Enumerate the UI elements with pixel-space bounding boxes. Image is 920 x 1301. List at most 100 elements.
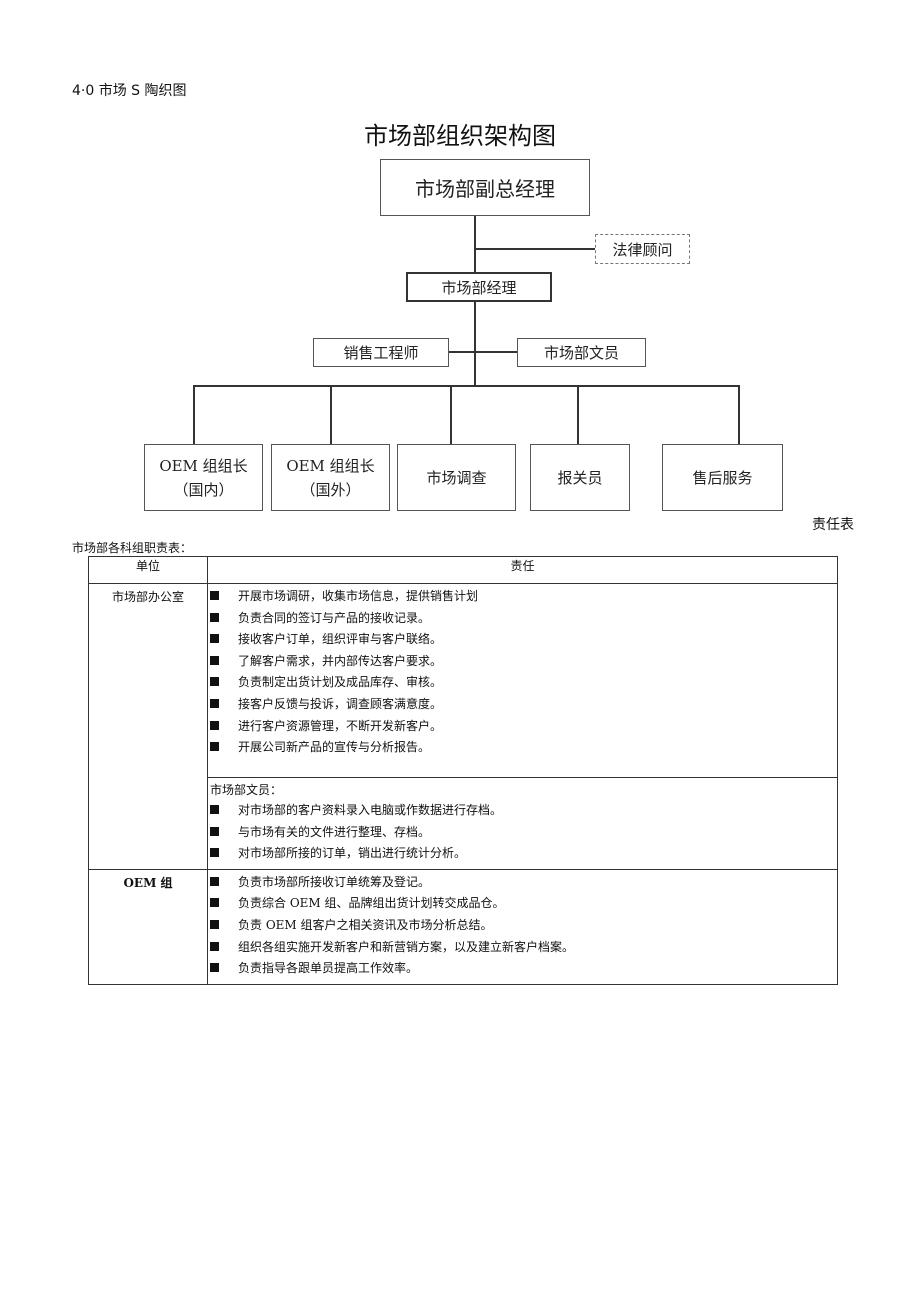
oem-items-list: 负责市场部所接收订单统筹及登记。负责综合 OEM 组、品牌组出货计划转交成品仓。…: [208, 870, 837, 984]
list-item-text: 了解客户需求，并内部传达客户要求。: [238, 653, 443, 668]
list-item-text: 组织各组实施开发新客户和新营销方案，以及建立新客户档案。: [238, 939, 575, 954]
connector-staff: [448, 351, 518, 353]
connector-legal: [475, 248, 595, 250]
office-items-list: 开展市场调研，收集市场信息，提供销售计划负责合同的签订与产品的接收记录。接收客户…: [208, 584, 837, 763]
connector-drop-3: [450, 385, 452, 445]
list-item-text: 开展公司新产品的宣传与分析报告。: [238, 740, 431, 755]
bullet-square-icon: [210, 919, 219, 929]
table-header-row: 单位 责任: [88, 556, 838, 584]
connector-drop-4: [577, 385, 579, 445]
bullet-square-icon: [210, 698, 219, 708]
org-box-manager-label: 市场部经理: [441, 278, 517, 297]
org-box-customs-label: 报关员: [557, 469, 603, 487]
list-item: 负责制定出货计划及成品库存、审核。: [210, 672, 837, 694]
org-box-survey: 市场调查: [397, 444, 516, 511]
bullet-square-icon: [210, 655, 219, 665]
list-item: 接收客户订单，组织评审与客户联络。: [210, 629, 837, 651]
connector-manager-down: [474, 301, 476, 386]
connector-vp-manager: [474, 215, 476, 273]
bullet-square-icon: [210, 963, 219, 973]
list-item-text: 负责指导各跟单员提高工作效率。: [238, 961, 419, 976]
org-box-legal: 法律顾问: [595, 234, 690, 264]
org-box-clerk-label: 市场部文员: [543, 344, 619, 362]
list-item: 与市场有关的文件进行整理、存档。: [210, 822, 837, 844]
header-unit: 单位: [88, 556, 208, 584]
org-box-oem-foreign: OEM 组组长 （国外）: [271, 444, 390, 511]
oem-items-cell: 负责市场部所接收订单统筹及登记。负责综合 OEM 组、品牌组出货计划转交成品仓。…: [207, 868, 838, 985]
list-item: 对市场部的客户资料录入电脑或作数据进行存档。: [210, 800, 837, 822]
clerk-label: 市场部文员：: [210, 783, 283, 797]
org-box-manager: 市场部经理: [406, 272, 552, 302]
clerk-items-cell: 市场部文员： 对市场部的客户资料录入电脑或作数据进行存档。与市场有关的文件进行整…: [207, 777, 838, 870]
org-box-oem-foreign-line2: （国外）: [300, 480, 361, 499]
bullet-square-icon: [210, 826, 219, 836]
list-item: 负责市场部所接收订单统筹及登记。: [210, 872, 837, 894]
bullet-square-icon: [210, 848, 219, 858]
list-item-text: 负责 OEM 组客户之相关资讯及市场分析总结。: [238, 917, 493, 932]
list-item-text: 接客户反馈与投诉，调查顾客满意度。: [238, 696, 443, 711]
section-heading: 4·0 市场 S 陶织图: [72, 83, 187, 99]
bullet-square-icon: [210, 742, 219, 752]
table-row: 市场部文员： 对市场部的客户资料录入电脑或作数据进行存档。与市场有关的文件进行整…: [89, 777, 838, 870]
list-item: 负责合同的签订与产品的接收记录。: [210, 608, 837, 630]
bullet-square-icon: [210, 941, 219, 951]
list-item-text: 负责合同的签订与产品的接收记录。: [238, 610, 431, 625]
list-item: 进行客户资源管理，不断开发新客户。: [210, 716, 837, 738]
unit-oem: OEM 组: [88, 868, 208, 985]
list-item: 了解客户需求，并内部传达客户要求。: [210, 651, 837, 673]
list-item: 负责综合 OEM 组、品牌组出货计划转交成品仓。: [210, 893, 837, 915]
org-box-customs: 报关员: [530, 444, 630, 511]
list-item: 负责指导各跟单员提高工作效率。: [210, 958, 837, 980]
bullet-square-icon: [210, 876, 219, 886]
unit-office: 市场部办公室: [88, 583, 208, 870]
bullet-square-icon: [210, 612, 219, 622]
list-item-text: 负责市场部所接收订单统筹及登记。: [238, 874, 431, 889]
org-box-vp-label: 市场部副总经理: [415, 177, 555, 201]
table-row: OEM 组 负责市场部所接收订单统筹及登记。负责综合 OEM 组、品牌组出货计划…: [88, 868, 838, 985]
list-item: 对市场部所接的订单，销出进行统计分析。: [210, 843, 837, 865]
list-item: 负责 OEM 组客户之相关资讯及市场分析总结。: [210, 915, 837, 937]
list-item: 组织各组实施开发新客户和新营销方案，以及建立新客户档案。: [210, 937, 837, 959]
org-box-clerk: 市场部文员: [517, 338, 646, 367]
clerk-items-list: 对市场部的客户资料录入电脑或作数据进行存档。与市场有关的文件进行整理、存档。对市…: [208, 800, 837, 869]
org-box-oem-domestic-line1: OEM 组组长: [159, 456, 248, 475]
list-item-text: 负责制定出货计划及成品库存、审核。: [238, 675, 443, 690]
org-box-survey-label: 市场调查: [426, 469, 487, 487]
bullet-square-icon: [210, 898, 219, 908]
bullet-square-icon: [210, 677, 219, 687]
org-chart-title: 市场部组织架构图: [364, 122, 556, 150]
bullet-square-icon: [210, 634, 219, 644]
list-item: 接客户反馈与投诉，调查顾客满意度。: [210, 694, 837, 716]
list-item-text: 对市场部所接的订单，销出进行统计分析。: [238, 846, 467, 861]
bullet-square-icon: [210, 805, 219, 814]
org-box-after-sales-label: 售后服务: [692, 469, 753, 487]
table-caption: 市场部各科组职责表：: [72, 541, 193, 555]
connector-drop-2: [330, 385, 332, 445]
table-row: 市场部办公室 开展市场调研，收集市场信息，提供销售计划负责合同的签订与产品的接收…: [88, 583, 838, 870]
list-item: 开展公司新产品的宣传与分析报告。: [210, 737, 837, 759]
org-box-sales-engineer: 销售工程师: [313, 338, 449, 367]
office-items-cell: 开展市场调研，收集市场信息，提供销售计划负责合同的签订与产品的接收记录。接收客户…: [207, 583, 838, 778]
connector-horizontal-bus: [193, 385, 740, 387]
list-item-text: 开展市场调研，收集市场信息，提供销售计划: [238, 589, 479, 603]
connector-drop-1: [193, 385, 195, 445]
connector-drop-5: [738, 385, 740, 445]
responsibility-table: 单位 责任 市场部办公室 开展市场调研，收集市场信息，提供销售计划负责合同的签订…: [88, 556, 838, 985]
list-item-text: 接收客户订单，组织评审与客户联络。: [238, 632, 443, 647]
list-item: 开展市场调研，收集市场信息，提供销售计划: [210, 586, 837, 608]
list-item-text: 与市场有关的文件进行整理、存档。: [238, 824, 431, 839]
org-box-vp: 市场部副总经理: [380, 159, 590, 216]
list-item-text: 进行客户资源管理，不断开发新客户。: [238, 718, 443, 733]
org-box-oem-domestic: OEM 组组长 （国内）: [144, 444, 263, 511]
list-item-text: 对市场部的客户资料录入电脑或作数据进行存档。: [238, 803, 503, 817]
header-responsibility: 责任: [207, 556, 838, 584]
org-box-sales-engineer-label: 销售工程师: [343, 344, 419, 362]
responsibility-title: 责任表: [812, 517, 854, 533]
org-box-after-sales: 售后服务: [662, 444, 783, 511]
list-item-text: 负责综合 OEM 组、品牌组出货计划转交成品仓。: [238, 896, 505, 911]
org-box-oem-domestic-line2: （国内）: [173, 480, 234, 499]
org-box-oem-foreign-line1: OEM 组组长: [286, 456, 375, 475]
org-box-legal-label: 法律顾问: [612, 240, 673, 259]
bullet-square-icon: [210, 720, 219, 730]
bullet-square-icon: [210, 591, 219, 600]
